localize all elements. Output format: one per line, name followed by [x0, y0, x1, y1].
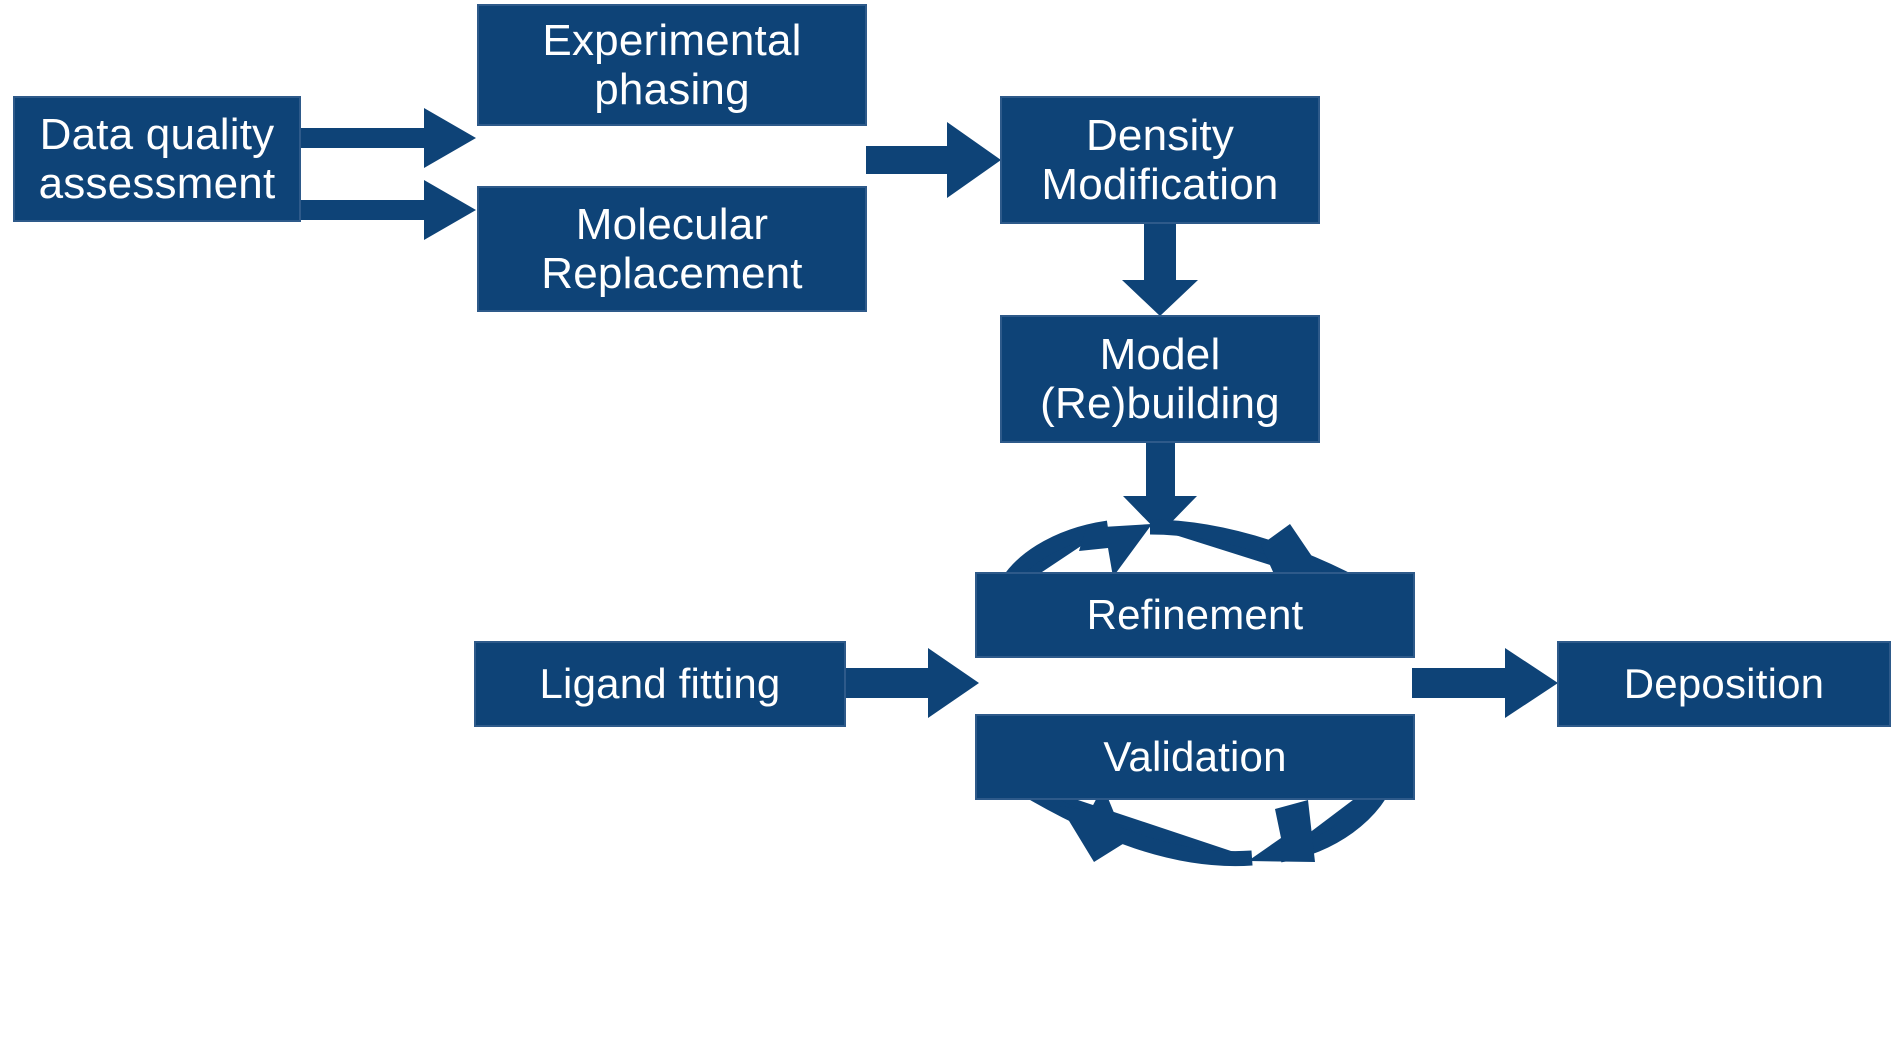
node-validation[interactable]: Validation	[975, 714, 1415, 800]
edge-cycle-to-deposition	[1412, 648, 1558, 718]
node-density-modification-label: Density Modification	[1041, 110, 1279, 209]
node-experimental-phasing-label: Experimental phasing	[542, 15, 802, 114]
node-refinement[interactable]: Refinement	[975, 572, 1415, 658]
node-ligand-fitting-label: Ligand fitting	[539, 660, 781, 708]
edge-data-quality-to-experimental-phasing	[301, 108, 476, 168]
edge-density-modification-to-model-rebuilding	[1122, 224, 1198, 316]
node-deposition-label: Deposition	[1623, 660, 1825, 708]
node-data-quality-assessment[interactable]: Data quality assessment	[13, 96, 301, 222]
edge-phasing-to-density-modification	[866, 122, 1001, 198]
node-deposition[interactable]: Deposition	[1557, 641, 1891, 727]
node-validation-label: Validation	[1103, 733, 1287, 781]
edge-model-rebuilding-to-cycle	[1123, 443, 1197, 534]
node-molecular-replacement-label: Molecular Replacement	[541, 199, 803, 298]
edge-ligand-fitting-to-cycle	[846, 648, 979, 718]
node-ligand-fitting[interactable]: Ligand fitting	[474, 641, 846, 727]
node-experimental-phasing[interactable]: Experimental phasing	[477, 4, 867, 126]
node-model-rebuilding[interactable]: Model (Re)building	[1000, 315, 1320, 443]
node-molecular-replacement[interactable]: Molecular Replacement	[477, 186, 867, 312]
edge-data-quality-to-molecular-replacement	[301, 180, 476, 240]
node-data-quality-assessment-label: Data quality assessment	[38, 109, 276, 208]
node-model-rebuilding-label: Model (Re)building	[1040, 329, 1280, 428]
node-refinement-label: Refinement	[1086, 591, 1304, 639]
node-density-modification[interactable]: Density Modification	[1000, 96, 1320, 224]
